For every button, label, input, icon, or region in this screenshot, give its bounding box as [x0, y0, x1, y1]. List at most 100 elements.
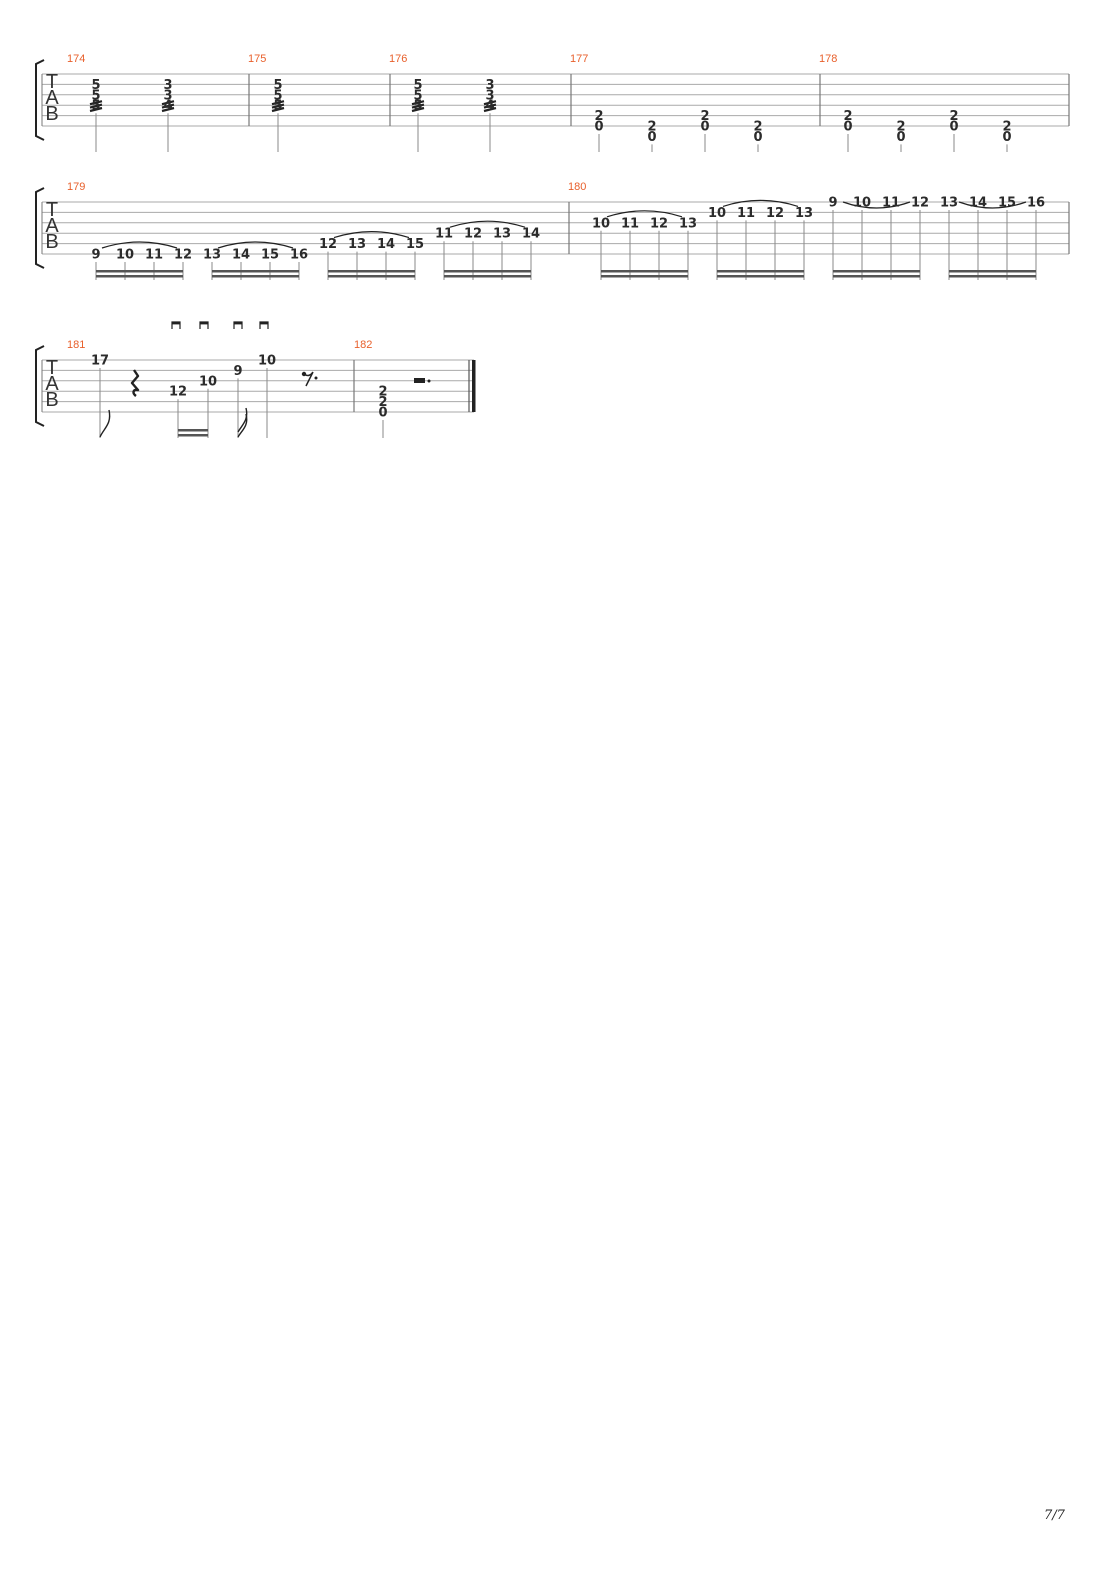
beam-secondary — [717, 270, 804, 273]
fret-number: 12 — [174, 248, 192, 263]
fret-number: 14 — [232, 248, 250, 263]
tab-clef-letter: A — [45, 373, 59, 395]
fret-number: 0 — [378, 406, 387, 421]
fret-number: 13 — [679, 216, 697, 231]
fret-number: 2 — [753, 120, 762, 135]
measure-number: 182 — [354, 339, 372, 351]
tremolo-slash — [89, 100, 103, 106]
fret-number: 13 — [348, 237, 366, 252]
tremolo-slash — [161, 106, 175, 113]
tremolo-slash — [411, 106, 425, 113]
beam-primary — [444, 275, 531, 278]
measure-number: 177 — [570, 53, 588, 65]
fret-number: 0 — [949, 120, 958, 135]
beam-secondary — [601, 270, 688, 273]
fret-number: 13 — [203, 248, 221, 263]
beam-primary — [212, 275, 299, 278]
tremolo-slash — [411, 100, 425, 106]
fret-number: 9 — [91, 248, 100, 263]
beam-secondary — [328, 270, 415, 273]
slur — [333, 231, 410, 239]
beam-secondary — [178, 429, 208, 432]
system-bracket — [35, 59, 45, 141]
fret-number: 3 — [163, 78, 172, 93]
fret-number: 17 — [91, 354, 109, 369]
tab-clef-letter: A — [45, 215, 59, 237]
fret-number: 4 — [163, 99, 172, 114]
quarter-rest — [130, 369, 140, 397]
beam-secondary — [96, 270, 183, 273]
fret-number: 2 — [378, 395, 387, 410]
rest-dot — [314, 376, 318, 380]
fret-number: 14 — [377, 237, 395, 252]
fret-number: 5 — [91, 78, 100, 93]
fret-number: 3 — [163, 88, 172, 103]
beam-primary — [328, 275, 415, 278]
fret-number: 9 — [828, 196, 837, 211]
fret-number: 10 — [116, 248, 134, 263]
fret-number: 16 — [290, 248, 308, 263]
fret-number: 10 — [708, 206, 726, 221]
fret-number: 12 — [464, 227, 482, 242]
fret-number: 12 — [766, 206, 784, 221]
fret-number: 5 — [273, 78, 282, 93]
fret-number: 0 — [1002, 130, 1011, 145]
fret-number: 10 — [592, 216, 610, 231]
measure-number: 175 — [248, 53, 266, 65]
fret-number: 2 — [843, 109, 852, 124]
tab-clef-letter: B — [45, 103, 58, 125]
beam-secondary — [444, 270, 531, 273]
beam-primary — [949, 275, 1036, 278]
tremolo-slash — [483, 100, 497, 106]
fret-number: 16 — [1027, 196, 1045, 211]
system-bracket — [35, 187, 45, 269]
slur — [449, 220, 526, 228]
fret-number: 5 — [91, 99, 100, 114]
fret-number: 2 — [594, 109, 603, 124]
fret-number: 0 — [753, 130, 762, 145]
fret-number: 0 — [896, 130, 905, 145]
final-barline-thick — [472, 360, 476, 412]
down-stroke-icon — [171, 321, 181, 330]
measure-number: 179 — [67, 181, 85, 193]
down-stroke-icon — [199, 321, 209, 330]
fret-number: 5 — [413, 99, 422, 114]
beam-secondary — [949, 270, 1036, 273]
down-stroke-icon — [233, 321, 243, 330]
fret-number: 11 — [435, 227, 453, 242]
fret-number: 11 — [882, 196, 900, 211]
fret-number: 15 — [998, 196, 1016, 211]
fret-number: 5 — [273, 88, 282, 103]
rest-dot — [427, 379, 431, 383]
fret-number: 0 — [843, 120, 852, 135]
fret-number: 11 — [145, 248, 163, 263]
tremolo-slash — [89, 106, 103, 113]
fret-number: 10 — [199, 374, 217, 389]
measure-number: 180 — [568, 181, 586, 193]
fret-number: 2 — [896, 120, 905, 135]
fret-number: 15 — [261, 248, 279, 263]
fret-number: 11 — [621, 216, 639, 231]
fret-number: 0 — [647, 130, 656, 145]
fret-number: 2 — [647, 120, 656, 135]
fret-number: 13 — [940, 196, 958, 211]
fret-number: 9 — [233, 364, 242, 379]
tremolo-slash — [483, 106, 497, 113]
fret-number: 12 — [319, 237, 337, 252]
fret-number: 14 — [969, 196, 987, 211]
fret-number: 0 — [594, 120, 603, 135]
fret-number: 2 — [1002, 120, 1011, 135]
tremolo-slash — [271, 100, 285, 106]
tab-clef-letter: T — [46, 199, 58, 221]
fret-number: 5 — [413, 78, 422, 93]
fret-number: 14 — [522, 227, 540, 242]
fret-number: 15 — [406, 237, 424, 252]
fret-number: 12 — [911, 196, 929, 211]
fret-number: 4 — [485, 99, 494, 114]
eighth-rest — [303, 371, 314, 387]
tremolo-slash — [161, 103, 175, 109]
measure-number: 178 — [819, 53, 837, 65]
fret-number: 13 — [493, 227, 511, 242]
